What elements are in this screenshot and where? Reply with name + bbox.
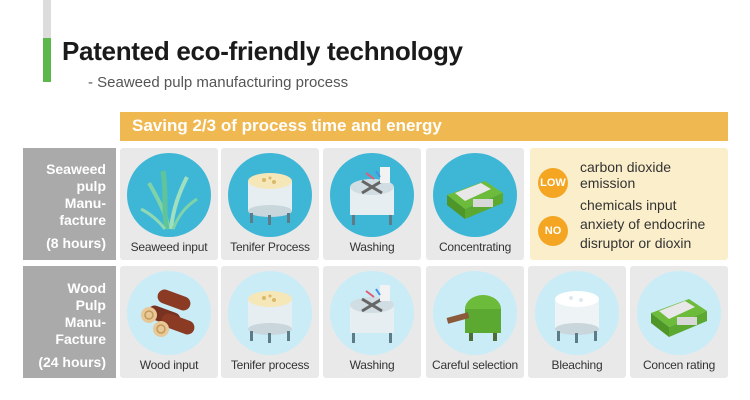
page-title: Patented eco-friendly technology <box>62 36 463 66</box>
concentrating-machine-icon <box>637 271 721 355</box>
title-accent-bar <box>43 38 51 82</box>
process-step-card: Tenifer Process <box>221 148 319 260</box>
washing-machine-icon <box>330 271 414 355</box>
no-badge: NO <box>538 216 568 246</box>
process-step-card: Washing <box>323 148 421 260</box>
decorative-top-line <box>43 0 51 38</box>
row-label-line: Wood <box>67 280 106 296</box>
process-step-label: Tenifer Process <box>230 240 310 254</box>
process-step-card: Washing <box>323 266 421 378</box>
row-label-seaweed: Seaweed pulp Manu- facture (8 hours) <box>23 148 116 260</box>
benefit-low-text: carbon dioxide emission <box>580 159 671 191</box>
process-step-label: Wood input <box>139 358 199 372</box>
row-label-line: pulp <box>76 178 106 194</box>
wood-logs-icon <box>127 271 211 355</box>
process-step-card: Tenifer process <box>221 266 319 378</box>
environmental-benefits-panel: LOW carbon dioxide emission NO chemicals… <box>530 148 728 260</box>
selection-machine-icon <box>433 271 517 355</box>
row-label-line: Facture <box>55 331 106 347</box>
process-step-card: Wood input <box>120 266 218 378</box>
row-label-line: Seaweed <box>46 161 106 177</box>
process-step-label: Careful selection <box>432 358 518 372</box>
process-step-card: Seaweed input <box>120 148 218 260</box>
seaweed-icon <box>127 153 211 237</box>
savings-banner: Saving 2/3 of process time and energy <box>120 112 728 141</box>
process-step-label: Seaweed input <box>130 240 208 254</box>
row-label-line: Pulp <box>75 297 106 313</box>
process-step-label: Concentrating <box>438 240 512 254</box>
bleaching-tank-icon <box>535 271 619 355</box>
benefit-line: chemicals input <box>580 197 677 213</box>
process-step-label: Tenifer process <box>230 358 310 372</box>
row-duration: (8 hours) <box>46 235 106 251</box>
tank-icon <box>228 271 312 355</box>
row-label-line: Manu- <box>64 195 106 211</box>
benefit-no-text: chemicals input anxiety of endocrine dis… <box>580 197 705 251</box>
benefit-line: emission <box>580 175 636 191</box>
row-label-line: Manu- <box>64 314 106 330</box>
page-subtitle: - Seaweed pulp manufacturing process <box>88 74 349 91</box>
washing-machine-icon <box>330 153 414 237</box>
tank-icon <box>228 153 312 237</box>
benefit-line: anxiety of endocrine <box>580 216 706 232</box>
row-label-line: facture <box>59 212 106 228</box>
savings-banner-text: Saving 2/3 of process time and energy <box>132 116 442 135</box>
row-duration: (24 hours) <box>38 354 106 370</box>
process-step-label: Bleaching <box>551 358 603 372</box>
row-label-wood: Wood Pulp Manu- Facture (24 hours) <box>23 266 116 378</box>
process-step-card: Bleaching <box>528 266 626 378</box>
benefit-line: carbon dioxide <box>580 159 672 175</box>
low-badge: LOW <box>538 168 568 198</box>
process-step-label: Concen rating <box>642 358 716 372</box>
process-step-card: Concen rating <box>630 266 728 378</box>
process-step-card: Concentrating <box>426 148 524 260</box>
process-step-label: Washing <box>349 358 395 372</box>
process-step-card: Careful selection <box>426 266 524 378</box>
process-step-label: Washing <box>349 240 395 254</box>
benefit-line: disruptor or dioxin <box>580 235 692 251</box>
concentrating-machine-icon <box>433 153 517 237</box>
